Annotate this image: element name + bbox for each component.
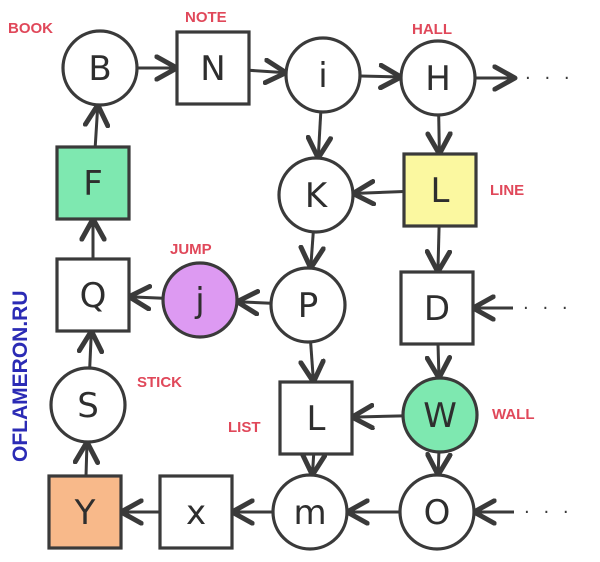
node-X: x <box>158 474 234 550</box>
node-W-circle <box>401 376 479 454</box>
edge-Y-to-S <box>86 442 87 477</box>
node-S-circle <box>49 366 127 444</box>
node-M-letter: m <box>293 493 326 533</box>
node-J-circle <box>161 261 239 339</box>
node-O-circle <box>398 473 476 551</box>
edge-L1-to-K <box>353 192 405 194</box>
node-F-square <box>55 145 131 221</box>
edge-W-to-L2 <box>352 416 404 417</box>
node-W: W <box>401 376 479 454</box>
node-M-circle <box>271 473 349 551</box>
edges-layer: · · · · · · · · · <box>86 68 574 523</box>
continuation-dots-H: · · · <box>525 68 574 89</box>
node-D-square <box>399 270 475 346</box>
label-jump: JUMP <box>170 241 212 258</box>
labels-layer: BOOK NOTE HALL LINE JUMP STICK LIST WALL <box>8 9 535 436</box>
edge-i-to-H <box>359 76 401 77</box>
node-F: F <box>55 145 131 221</box>
node-X-square <box>158 474 234 550</box>
node-i-letter: i <box>318 56 327 96</box>
node-B-circle <box>61 29 139 107</box>
node-P: P <box>269 266 347 344</box>
edge-W-to-O <box>438 451 439 475</box>
edge-K-to-P <box>311 231 314 268</box>
node-P-circle <box>269 266 347 344</box>
edge-N-to-i <box>248 70 286 72</box>
node-H-letter: H <box>425 59 451 99</box>
node-Y: Y <box>47 474 123 550</box>
node-J-letter: j <box>194 281 204 321</box>
node-L1-square <box>402 152 478 228</box>
node-S: S <box>49 366 127 444</box>
edge-S-to-Q <box>90 331 92 369</box>
edge-D-to-W <box>438 343 439 378</box>
node-O-letter: O <box>424 493 451 533</box>
node-K-letter: K <box>305 176 329 216</box>
edge-P-to-J <box>237 302 272 304</box>
node-M: m <box>271 473 349 551</box>
edge-L1-to-D <box>438 225 439 272</box>
label-note: NOTE <box>185 9 227 26</box>
node-N-square <box>175 30 251 106</box>
edge-J-to-Q <box>129 297 164 299</box>
node-D: D <box>399 270 475 346</box>
edge-H-to-L1 <box>439 114 440 154</box>
label-book: BOOK <box>8 20 53 37</box>
node-L2-square <box>278 380 354 456</box>
node-H-circle <box>399 39 477 117</box>
node-i-circle <box>284 36 362 114</box>
node-J: j <box>161 261 239 339</box>
continuation-dots-D: · · · <box>523 298 572 319</box>
label-wall: WALL <box>492 406 535 423</box>
node-H: H <box>399 39 477 117</box>
node-L1-letter: L <box>431 171 450 211</box>
edge-L2-to-M <box>312 454 313 475</box>
node-Q-square <box>55 257 131 333</box>
continuation-dots-O: · · · <box>524 502 573 523</box>
node-S-letter: S <box>77 386 99 426</box>
node-W-letter: W <box>423 396 457 436</box>
node-L2-letter: L <box>307 399 326 439</box>
node-P-letter: P <box>298 286 319 326</box>
label-stick: STICK <box>137 374 182 391</box>
label-hall: HALL <box>412 21 452 38</box>
label-list: LIST <box>228 419 261 436</box>
label-line: LINE <box>490 182 524 199</box>
node-O: O <box>398 473 476 551</box>
node-B: B <box>61 29 139 107</box>
node-L1: L <box>402 152 478 228</box>
node-D-letter: D <box>424 289 450 329</box>
node-F-letter: F <box>83 164 103 204</box>
node-N-letter: N <box>200 49 225 89</box>
edge-P-to-L2 <box>311 341 314 382</box>
node-B-letter: B <box>88 49 111 89</box>
node-Y-letter: Y <box>74 493 96 533</box>
node-Y-square <box>47 474 123 550</box>
node-i: i <box>284 36 362 114</box>
node-K: K <box>277 156 355 234</box>
node-L2: L <box>278 380 354 456</box>
edge-F-to-B <box>95 105 98 148</box>
node-Q-letter: Q <box>80 276 107 316</box>
edge-i-to-K <box>318 111 321 158</box>
node-K-circle <box>277 156 355 234</box>
node-N: N <box>175 30 251 106</box>
watermark-text: OFLAMERON.RU <box>9 291 32 463</box>
node-Q: Q <box>55 257 131 333</box>
node-X-letter: x <box>186 493 206 533</box>
